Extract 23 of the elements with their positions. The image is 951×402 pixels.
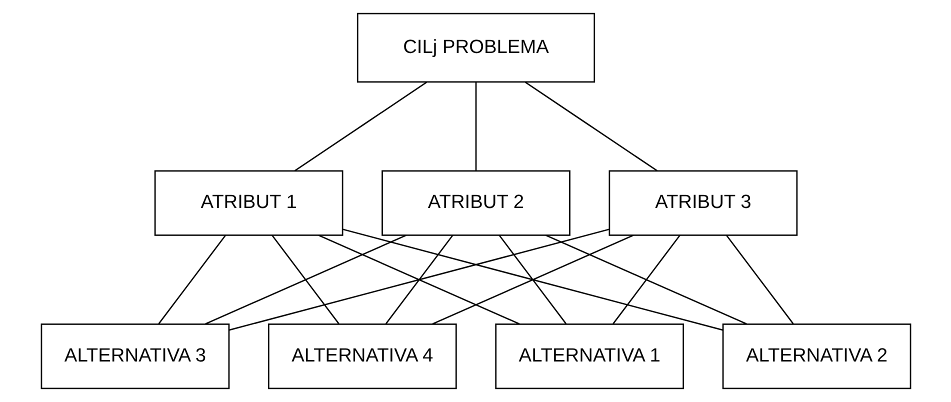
connector: [158, 234, 226, 324]
connector: [725, 234, 794, 324]
connector: [318, 234, 520, 325]
connector: [294, 82, 427, 172]
connector: [228, 228, 610, 331]
connector: [524, 82, 657, 172]
connector: [384, 234, 453, 324]
connector: [545, 234, 746, 325]
node-box: ALTERNATIVA 3: [40, 324, 230, 390]
node-box: ALTERNATIVA 1: [494, 324, 684, 390]
node-box: ATRIBUT 1: [154, 170, 343, 236]
connector: [204, 234, 406, 325]
connector: [432, 234, 634, 325]
connector: [342, 228, 723, 331]
connector: [498, 234, 566, 324]
node-box: ATRIBUT 3: [608, 170, 798, 236]
connector: [612, 234, 680, 324]
node-box: ALTERNATIVA 2: [722, 324, 911, 390]
node-box: CILj PROBLEMA: [356, 12, 595, 83]
node-box: ATRIBUT 2: [381, 170, 570, 236]
connector: [271, 234, 339, 324]
connector: [474, 82, 476, 171]
node-box: ALTERNATIVA 4: [267, 324, 456, 390]
